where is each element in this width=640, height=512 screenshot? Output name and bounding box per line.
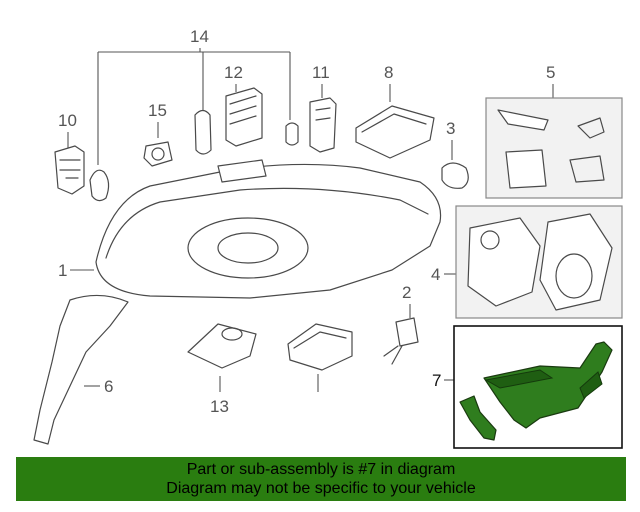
part-10-socket[interactable] (54, 145, 85, 195)
callout-10[interactable]: 10 (58, 111, 77, 130)
part-6-trim[interactable] (33, 294, 129, 445)
part-7-bracket-highlighted[interactable] (459, 341, 613, 441)
part-13-ballast[interactable] (187, 323, 257, 369)
part-14-seal-right[interactable] (285, 122, 299, 146)
part-5-brackets[interactable] (497, 109, 605, 189)
callout-7[interactable]: 7 (432, 371, 441, 390)
callout-12[interactable]: 12 (224, 63, 243, 82)
callout-13[interactable]: 13 (210, 397, 229, 416)
callout-14[interactable]: 14 (190, 27, 209, 46)
part-1-headlamp[interactable] (95, 159, 442, 299)
callout-6[interactable]: 6 (104, 377, 113, 396)
parts-diagram: 14 10 15 12 11 8 3 5 (33, 27, 623, 449)
callout-3[interactable]: 3 (446, 119, 455, 138)
info-banner: Part or sub-assembly is #7 in diagram Di… (16, 457, 626, 501)
callout-2[interactable]: 2 (402, 283, 411, 302)
banner-line-2: Diagram may not be specific to your vehi… (166, 480, 476, 497)
leader-14 (97, 48, 291, 165)
part-14-seal-left[interactable] (89, 169, 110, 202)
callout-15[interactable]: 15 (148, 101, 167, 120)
callout-8[interactable]: 8 (384, 63, 393, 82)
part-2-bulb[interactable] (383, 317, 419, 365)
callout-4[interactable]: 4 (431, 265, 440, 284)
callout-5[interactable]: 5 (546, 63, 555, 82)
part-8-cover[interactable] (355, 105, 435, 159)
part-12-module[interactable] (225, 87, 263, 147)
part-14-seal-middle[interactable] (194, 109, 212, 155)
part-15-sensor[interactable] (143, 141, 173, 167)
callout-11[interactable]: 11 (312, 63, 330, 82)
banner-line-1: Part or sub-assembly is #7 in diagram (186, 461, 456, 478)
callout-1[interactable]: 1 (58, 261, 67, 280)
part-11-module[interactable] (309, 97, 337, 153)
part-9-ballast[interactable] (287, 323, 353, 371)
part-4-housings[interactable] (467, 213, 613, 311)
part-3-bulb-cap[interactable] (441, 162, 469, 189)
